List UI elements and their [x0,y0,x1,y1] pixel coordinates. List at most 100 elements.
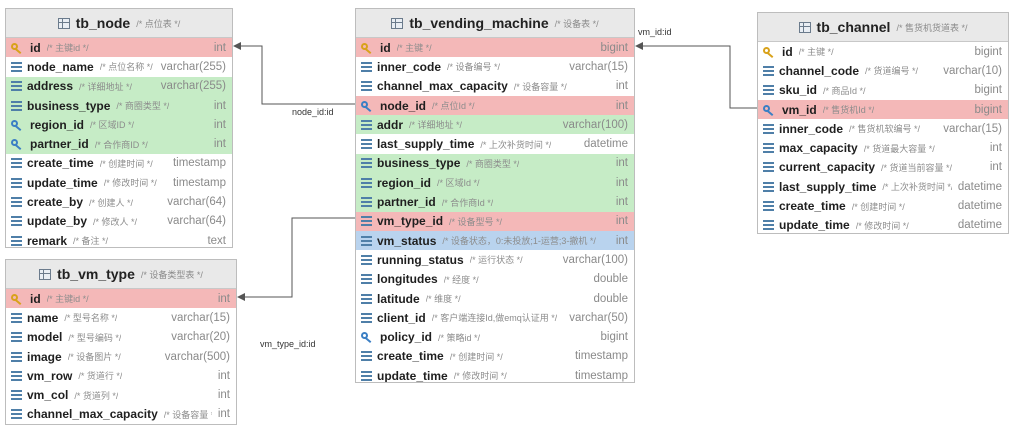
column-type: varchar(50) [569,311,628,324]
column-row-vm-type-id[interactable]: vm_type_id/* 设备型号 */int [356,211,634,231]
column-row-region-id[interactable]: region_id/* 区域ID */int [6,115,232,135]
column-name: inner_code [377,59,442,74]
column-row-last-supply-time[interactable]: last_supply_time/* 上次补货时间 */datetime [356,134,634,153]
column-row-running-status[interactable]: running_status/* 运行状态 */varchar(100) [356,250,634,269]
column-row-business-type[interactable]: business_type/* 商圈类型 */int [356,153,634,174]
column-name: model [27,330,63,345]
column-type: timestamp [172,157,226,170]
column-row-vm-id[interactable]: vm_id/* 售货机Id */bigint [758,99,1008,120]
column-name: max_capacity [779,141,858,156]
column-row-update-by[interactable]: update_by/* 修改人 */varchar(64) [6,212,232,231]
column-row-image[interactable]: image/* 设备图片 */varchar(500) [6,347,236,366]
column-row-vm-row[interactable]: vm_row/* 货道行 */int [6,366,236,385]
column-row-channel-max-capacity[interactable]: channel_max_capacity/* 设备容量 */int [6,405,236,424]
table-header[interactable]: tb_channel /* 售货机货道表 */ [758,13,1008,42]
column-row-create-by[interactable]: create_by/* 创建人 */varchar(64) [6,192,232,211]
column-row-region-id[interactable]: region_id/* 区域Id */int [356,173,634,193]
table-tb-vending-machine[interactable]: tb_vending_machine /* 设备表 */ id/* 主键 */b… [355,8,635,383]
table-header[interactable]: tb_vending_machine /* 设备表 */ [356,9,634,38]
column-row-create-time[interactable]: create_time/* 创建时间 */timestamp [6,154,232,173]
column-type: bigint [974,45,1003,58]
column-comment: /* 合作商Id */ [441,197,494,208]
column-row-partner-id[interactable]: partner_id/* 合作商ID */int [6,134,232,154]
column-row-inner-code[interactable]: inner_code/* 售货机软编号 */varchar(15) [758,119,1008,138]
column-row-max-capacity[interactable]: max_capacity/* 货道最大容量 */int [758,138,1008,157]
column-row-update-time[interactable]: update_time/* 修改时间 */datetime [758,216,1008,233]
column-type: int [615,215,628,228]
column-icon [763,200,774,213]
relation-line-vm-type[interactable] [237,217,356,301]
column-row-update-time[interactable]: update_time/* 修改时间 */timestamp [356,366,634,382]
column-type: timestamp [574,350,628,363]
column-name: business_type [27,98,111,113]
table-icon [798,21,811,33]
relation-line-vm[interactable] [635,42,758,109]
column-row-create-time[interactable]: create_time/* 创建时间 */datetime [758,196,1008,215]
column-name: create_by [27,195,84,210]
column-icon [11,389,22,402]
table-name: tb_vm_type [57,266,135,282]
column-row-vm-col[interactable]: vm_col/* 货道列 */int [6,385,236,404]
table-tb-channel[interactable]: tb_channel /* 售货机货道表 */ id/* 主键 */bigint… [757,12,1009,234]
column-type: int [615,157,628,170]
column-type: varchar(64) [167,215,226,228]
column-row-client-id[interactable]: client_id/* 客户端连接Id,做emq认证用 */varchar(50… [356,308,634,327]
relation-label-node: node_id:id [292,107,334,117]
column-row-last-supply-time[interactable]: last_supply_time/* 上次补货时间 */datetime [758,177,1008,196]
column-type: int [217,389,230,402]
column-row-channel-max-capacity[interactable]: channel_max_capacity/* 设备容量 */int [356,77,634,96]
column-name: vm_status [377,233,437,248]
column-type: int [213,41,226,54]
column-row-inner-code[interactable]: inner_code/* 设备编号 */varchar(15) [356,57,634,76]
column-row-addr[interactable]: addr/* 详细地址 */varchar(100) [356,115,634,135]
column-row-channel-code[interactable]: channel_code/* 货道编号 */varchar(10) [758,61,1008,80]
column-row-update-time[interactable]: update_time/* 修改时间 */timestamp [6,173,232,192]
column-icon [11,408,22,421]
column-row-node-name[interactable]: node_name/* 点位名称 */varchar(255) [6,57,232,76]
column-icon [361,118,372,131]
column-row-policy-id[interactable]: policy_id/* 策略id */bigint [356,327,634,346]
column-comment: /* 商圈类型 */ [116,101,170,112]
column-name: client_id [377,310,426,325]
column-row-address[interactable]: address/* 详细地址 */varchar(255) [6,76,232,96]
column-icon [11,350,22,363]
column-type: int [615,80,628,93]
column-row-id[interactable]: id/* 主键id */int [6,289,236,309]
column-comment: /* 商圈类型 */ [466,158,520,169]
table-header[interactable]: tb_node /* 点位表 */ [6,9,232,38]
table-icon [391,17,404,29]
table-header[interactable]: tb_vm_type /* 设备类型表 */ [6,260,236,289]
column-comment: /* 修改人 */ [93,216,138,227]
column-row-name[interactable]: name/* 型号名称 */varchar(15) [6,308,236,327]
column-name: addr [377,117,404,132]
table-comment: /* 设备类型表 */ [140,269,203,280]
column-row-id[interactable]: id/* 主键 */bigint [356,38,634,58]
column-icon [11,196,22,209]
column-type: int [615,99,628,112]
column-row-partner-id[interactable]: partner_id/* 合作商Id */int [356,192,634,212]
column-row-longitudes[interactable]: longitudes/* 经度 */double [356,270,634,289]
column-comment: /* 创建时间 */ [449,351,503,362]
column-row-id[interactable]: id/* 主键id */int [6,38,232,58]
column-type: text [207,234,226,247]
column-row-node-id[interactable]: node_id/* 点位Id */int [356,95,634,116]
table-comment: /* 设备表 */ [554,18,599,29]
column-row-model[interactable]: model/* 型号编码 */varchar(20) [6,328,236,347]
column-row-business-type[interactable]: business_type/* 商圈类型 */int [6,95,232,116]
column-row-latitude[interactable]: latitude/* 维度 */double [356,289,634,308]
relation-line-node[interactable] [233,42,356,105]
column-row-sku-id[interactable]: sku_id/* 商品Id */bigint [758,81,1008,100]
column-row-remark[interactable]: remark/* 备注 */text [6,231,232,247]
column-row-vm-status[interactable]: vm_status/* 设备状态，0:未投放;1-运营;3-撤机 */int [356,230,634,251]
table-name: tb_vending_machine [409,15,549,31]
column-row-id[interactable]: id/* 主键 */bigint [758,42,1008,61]
column-icon [361,157,372,170]
column-comment: /* 型号名称 */ [64,313,118,324]
column-row-create-time[interactable]: create_time/* 创建时间 */timestamp [356,347,634,366]
column-comment: /* 修改时间 */ [855,220,909,231]
column-row-current-capacity[interactable]: current_capacity/* 货道当前容量 */int [758,158,1008,177]
